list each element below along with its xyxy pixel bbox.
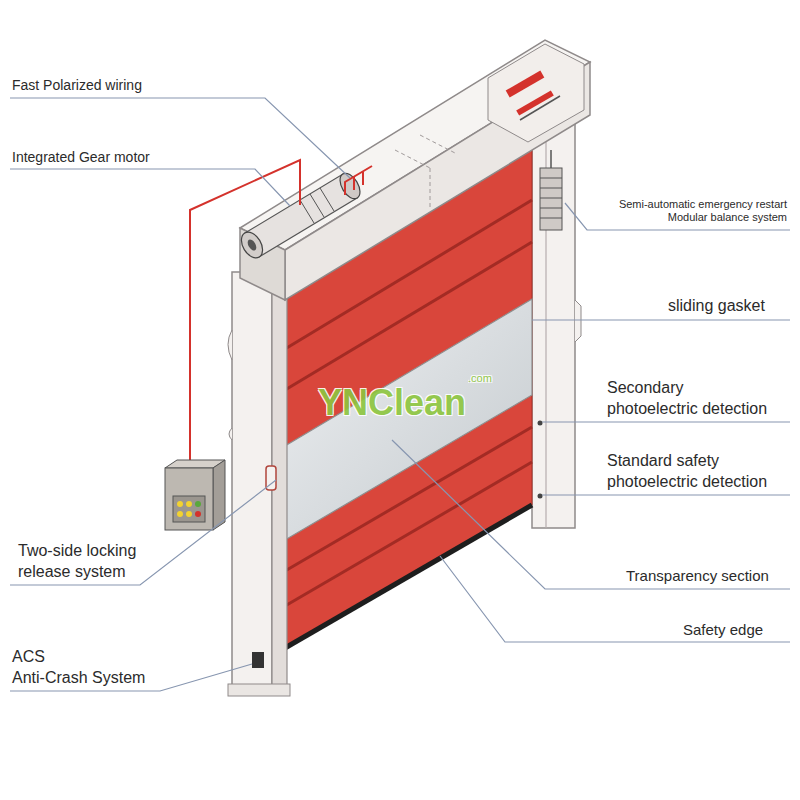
- label-line: Secondary: [607, 379, 684, 396]
- callout-label: Standard safety photoelectric detection: [607, 450, 767, 492]
- balance-system: [540, 150, 562, 230]
- leader-lines: [10, 98, 790, 691]
- control-box: [165, 460, 225, 530]
- callout-label: ACS Anti-Crash System: [12, 646, 145, 688]
- wiring: [190, 160, 372, 470]
- safety-edge: [285, 505, 532, 648]
- callout-label: Integrated Gear motor: [12, 148, 150, 166]
- label-line: ACS: [12, 648, 45, 665]
- watermark: .com: [468, 372, 492, 385]
- label-line: photoelectric detection: [607, 400, 767, 417]
- label-line: Semi-automatic emergency restart: [619, 198, 787, 210]
- callout-label: Two-side locking release system: [18, 540, 136, 582]
- label-line: Modular balance system: [668, 211, 787, 223]
- right-post: [532, 118, 581, 528]
- label-line: release system: [18, 563, 126, 580]
- callout-label: Secondary photoelectric detection: [607, 377, 767, 419]
- callout-label: sliding gasket: [668, 296, 765, 315]
- label-line: Standard safety: [607, 452, 719, 469]
- callout-label: Transparency section: [626, 566, 769, 585]
- callout-label: Safety edge: [683, 620, 763, 639]
- label-line: Two-side locking: [18, 542, 136, 559]
- callout-label: Fast Polarized wiring: [12, 76, 142, 94]
- left-post: [228, 262, 290, 696]
- label-line: photoelectric detection: [607, 473, 767, 490]
- transparency-window: [285, 299, 532, 540]
- watermark: YNClean: [318, 382, 466, 424]
- header-box: [240, 40, 590, 300]
- label-line: Anti-Crash System: [12, 669, 145, 686]
- callout-label: Semi-automatic emergency restart Modular…: [619, 198, 787, 224]
- anti-crash-part: [252, 652, 264, 668]
